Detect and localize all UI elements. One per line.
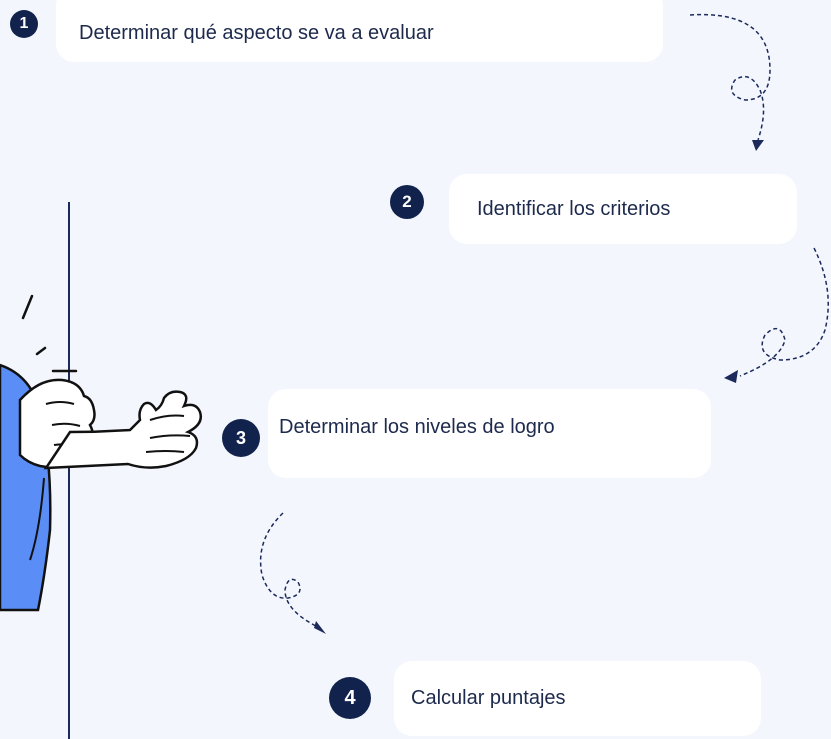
step-2-number: 2	[402, 192, 412, 211]
step-4-badge: 4	[329, 677, 371, 719]
step-3-card: Determinar los niveles de logro	[268, 389, 711, 478]
step-4-card: Calcular puntajes	[394, 661, 761, 736]
step-2-badge: 2	[390, 185, 424, 219]
step-1-badge: 1	[10, 10, 38, 38]
step-4-number: 4	[344, 686, 356, 709]
step-2-card: Identificar los criterios	[449, 174, 797, 244]
dashed-arrow-2-to-3	[724, 247, 829, 383]
step-3-label: Determinar los niveles de logro	[279, 416, 555, 438]
step-2-label: Identificar los criterios	[477, 197, 671, 220]
step-3-number: 3	[235, 427, 246, 448]
step-1-label: Determinar qué aspecto se va a evaluar	[79, 21, 434, 44]
dashed-arrow-1-to-2	[689, 13, 771, 151]
step-1-number: 1	[19, 15, 29, 32]
step-1-card: Determinar qué aspecto se va a evaluar	[56, 0, 663, 62]
clapping-hands-illustration	[0, 294, 202, 612]
dashed-arrow-3-to-4	[259, 512, 326, 634]
step-4-label: Calcular puntajes	[411, 687, 566, 709]
step-3-badge: 3	[222, 419, 260, 457]
